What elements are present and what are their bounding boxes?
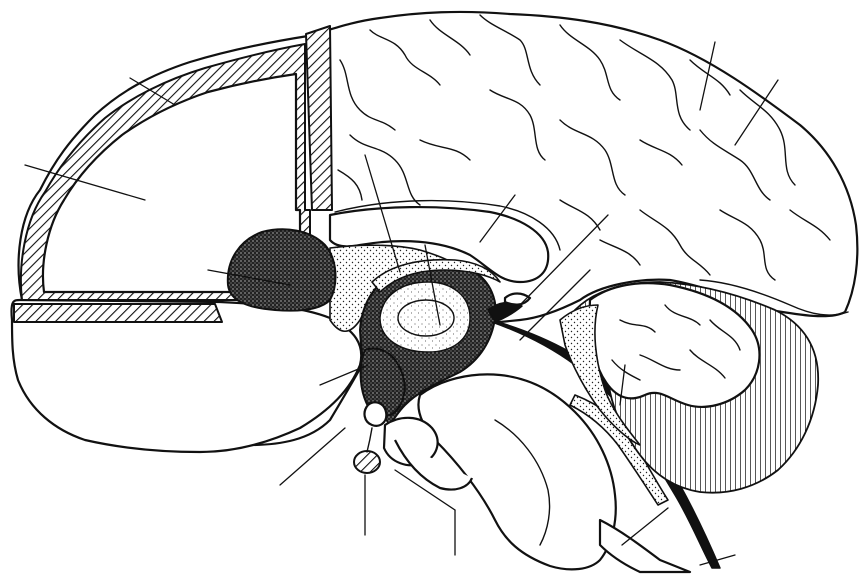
pituitary-gland: [354, 451, 380, 473]
inner-oval: [398, 300, 454, 336]
dark-nucleus-anterior: [228, 229, 336, 310]
horizontal-section-strip: [14, 304, 222, 322]
pituitary-stalk: [367, 428, 372, 452]
medulla: [600, 520, 690, 572]
optic-chiasm: [365, 402, 387, 425]
